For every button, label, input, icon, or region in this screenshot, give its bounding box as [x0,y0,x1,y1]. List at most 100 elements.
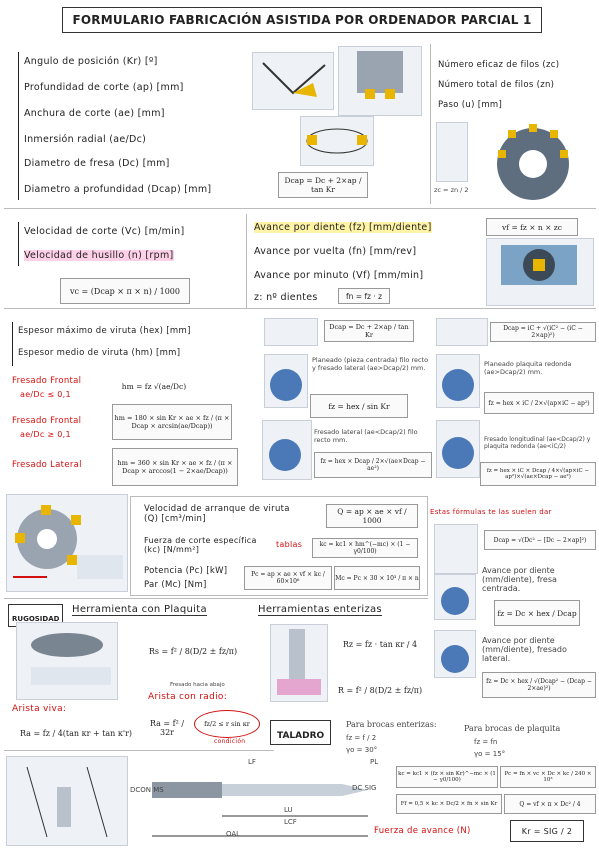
planeado-4-icon [442,437,474,469]
q-label: Velocidad de arranque de viruta (Q) [cm³… [144,504,290,524]
rs-formula: Rs = f² / 8(D/2 ± fz/π) [148,646,238,656]
cutter-top-diagram [300,116,374,166]
planeado-f2: fz = hex × iC / 2×√(ap×iC − ap²) [484,392,594,414]
r2-formula: R = f² / 8(D/2 ± fz/π) [337,685,423,695]
dim-pl: PL [370,758,379,766]
drill-diagram [128,756,392,844]
disc-cutter-icon [497,124,569,200]
planeado-insert-diagram-2 [436,318,488,346]
velocidad-corte: Velocidad de corte (Vc) [m/min] [24,226,185,237]
feed-tooth-icon [501,245,577,285]
fresado-frontal-2-cond: ae/Dc ≥ 0,1 [20,430,71,439]
disc-cutter-diagram [488,118,578,202]
parameters-bar [18,52,19,200]
planeado-t4: Fresado longitudinal (ae<Dcap/2) y plaqu… [484,436,591,450]
broca-plaquita-g: γo = 15° [474,750,506,758]
fresado-frontal-1-cond: ae/Dc ≤ 0,1 [20,390,71,399]
planeado-3-icon [269,439,301,471]
broca-enteriza: Para brocas enterizas: [346,720,437,729]
avance-minuto: Avance por minuto (Vf) [mm/min] [254,270,424,281]
broca-plaquita: Para brocas de plaquita [464,724,561,733]
planeado-2-icon [442,369,474,401]
kr-formula-box: Kr = SIG / 2 [510,820,584,842]
dim-oal: OAL [226,830,241,838]
fresado-frontal-2-formula: hm = 180 × sin Kr × ae × fz / (π × Dcap … [112,404,232,440]
mc-formula: Mc = Pc × 30 × 10³ / π × n [334,566,420,590]
avance-f1: fz = Dc × hex / Dcap [494,600,580,626]
divider-top [430,44,431,204]
velocidades-bar [18,222,19,266]
planeado-f3: fz = hex × Dcap / 2×√(ae×Dcap − ae²) [314,452,432,478]
avance-diente-diagram-2 [434,574,476,620]
fresado-lateral-label: Fresado Lateral [12,460,82,470]
drill-icon [152,782,368,837]
dim-lu: LU [284,806,293,814]
broca-enteriza-f: fz = f / 2 [346,734,377,742]
rugosidad-insert-icon [31,633,111,685]
kr-formula: Kr = SIG / 2 [521,826,573,836]
feed-per-tooth-diagram [486,238,594,306]
section-parameters [4,40,596,209]
kc-label: Fuerza de corte específica (kc) [N/mm²] [144,536,257,554]
herramienta-plaquita: Herramienta con Plaquita [72,604,207,616]
par-label: Par (Mc) [Nm] [144,580,207,590]
fresado-lateral-formula: hm = 360 × sin Kr × ae × fz / (π × Dcap … [112,448,238,486]
planeado-insert-diagram-1 [264,318,318,346]
rugosidad-badge-text: RUGOSIDAD [12,615,60,623]
chip-thickness-diagram [6,494,128,592]
zc-formula: zc = zn / 2 [434,186,469,194]
param-2: Anchura de corte (ae) [mm] [24,108,165,119]
divider-rugosidad [4,598,428,599]
dim-dc-sig: DC SIG [352,784,377,792]
formulas-note: Estas fórmulas te las suelen dar [430,508,552,516]
herramientas-enterizas: Herramientas enterizas [258,604,382,616]
fresado-frontal-1-label: Fresado Frontal [12,376,82,386]
section-potencia [130,496,428,596]
param-5: Diametro a profundidad (Dcap) [mm] [24,184,212,195]
condicion-ellipse: fz/2 ≤ r sin κr [194,710,260,738]
fresado-abajo: Fresado hacia abajo [170,682,225,688]
param-1: Profundidad de corte (ap) [mm] [24,82,184,93]
avance-diente-diagram-3 [434,630,476,678]
param-4: Diametro de fresa (Dc) [mm] [24,158,170,169]
planeado-diagram-3 [262,420,312,480]
filos-1: Número total de filos (zn) [438,80,555,90]
avance-diente: Avance por diente (fz) [mm/diente] [254,222,432,233]
planeado-t1: Planeado (pieza centrada) filo recto y f… [312,356,429,372]
arista-radio: Arista con radio: [148,692,228,702]
planeado-dcap-a: Dcap = Dc + 2×ap / tan Kr [324,320,414,342]
avance-3-icon [441,645,469,673]
endmill-icon [277,629,321,695]
enteriza-diagram [270,624,328,702]
page-title-frame: FORMULARIO FABRICACIÓN ASISTIDA POR ORDE… [62,7,542,33]
condicion-formula: fz/2 ≤ r sin κr [204,720,250,728]
espesor-bar [12,322,13,366]
broca-plaquita-f: fz = fn [474,738,498,746]
param-3: Inmersión radial (ae/Dc) [24,134,147,145]
broca-enteriza-g: γo = 30° [346,746,378,754]
planeado-f1: fz = hex / sin Kr [310,394,408,418]
ra-formula: Ra = fz / 4(tan κr + tan κ'r) [19,728,133,738]
planeado-t3: Fresado lateral (ae<Dcap/2) filo recto m… [314,428,418,444]
ra2-formula: Ra = f² / 32r [149,719,185,737]
taladro-ff: Ff = 0,5 × kc × Dc/2 × fn × sin Kr [396,794,502,814]
fuerza-avance: Fuerza de avance (N) [374,826,471,836]
planeado-diagram-1 [264,354,308,408]
planeado-dcap-b: Dcap = iC + √(iC² − (iC − 2×ap)²) [490,322,596,342]
taladro-pc: Pc = fn × vc × Dc × kc / 240 × 10³ [500,766,596,788]
dim-lcf: LCF [284,818,297,826]
tablas-label: tablas [276,540,303,549]
arista-viva: Arista viva: [12,704,67,714]
rugosidad-diagram [16,622,118,700]
dcap-formula-top: Dcap = Dc + 2×ap / tan Kr [278,172,368,198]
condicion-label: condición [214,738,246,745]
page-title: FORMULARIO FABRICACIÓN ASISTIDA POR ORDE… [72,13,532,27]
divider-taladro [4,750,274,751]
dientes: z: nº dientes [254,292,318,303]
avance-t1: Avance por diente (mm/diente), fresa cen… [482,566,557,593]
rz-formula: Rz = fz · tan κr / 4 [342,639,418,649]
vf-formula: vf = fz × n × zc [486,218,578,236]
dim-dcon: DCON MS [130,786,164,794]
fresado-frontal-2-label: Fresado Frontal [12,416,82,426]
filos-0: Número eficaz de filos (zc) [438,60,560,70]
